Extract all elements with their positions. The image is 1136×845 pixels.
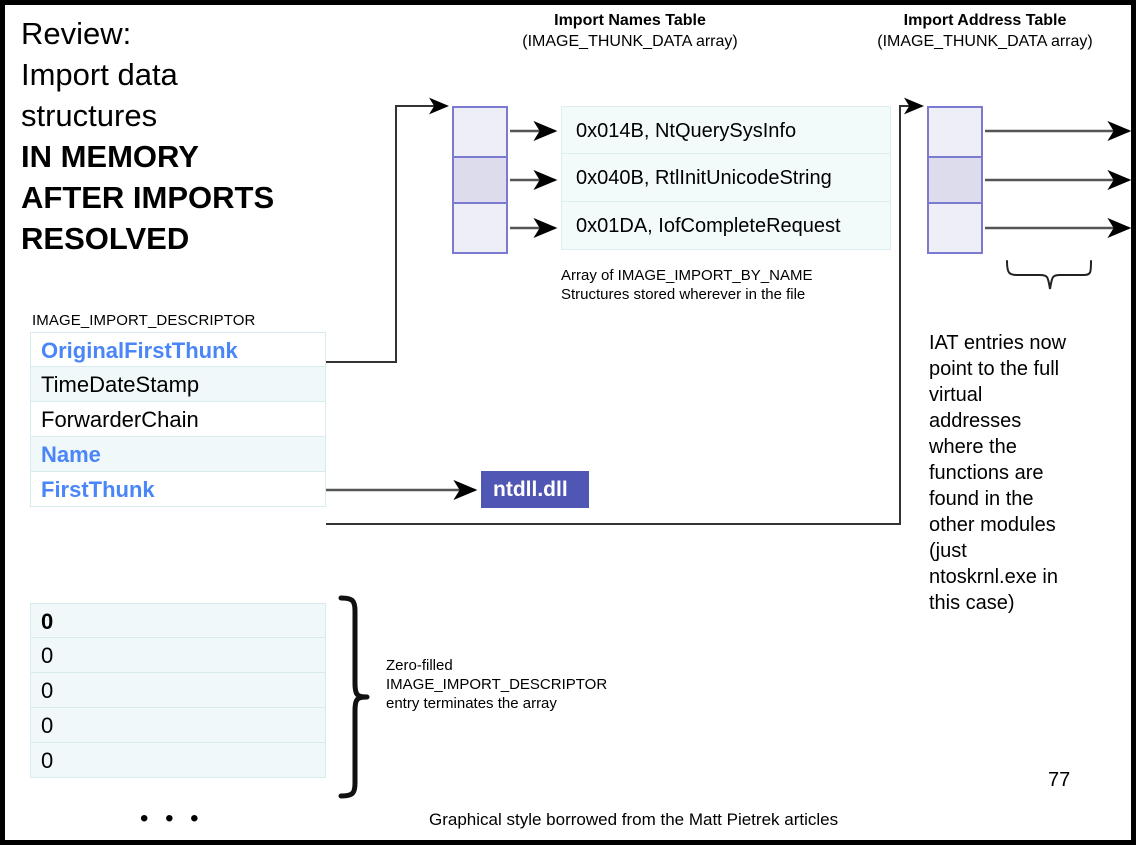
zero-filled-note-line-1: Zero-filled [386, 657, 453, 674]
title-line-6: RESOLVED [21, 221, 190, 256]
iat-thunk-cell[interactable] [929, 156, 981, 204]
title-line-5: AFTER IMPORTS [21, 180, 275, 215]
iat-explanation-note: IAT entries now point to the full virtua… [929, 332, 1067, 614]
zero-entry-row: 0 [30, 603, 326, 638]
import-by-name-row[interactable]: 0x040B, RtlInitUnicodeString [561, 154, 891, 202]
zero-entry-row: 0 [30, 708, 326, 743]
image-import-descriptor-table: OriginalFirstThunk TimeDateStamp Forward… [30, 332, 326, 507]
int-thunk-cell[interactable] [454, 156, 506, 204]
descriptor-table-label: IMAGE_IMPORT_DESCRIPTOR [32, 312, 256, 329]
descriptor-field-first-thunk[interactable]: FirstThunk [30, 472, 326, 507]
dll-name-chip[interactable]: ntdll.dll [481, 471, 589, 508]
title-line-2: Import data [21, 57, 178, 92]
zero-filled-note-line-2: IMAGE_IMPORT_DESCRIPTOR [386, 676, 608, 693]
int-heading: Import Names Table [554, 12, 706, 29]
import-address-table-thunk-box [927, 106, 983, 254]
continuation-ellipsis: • • • [140, 805, 204, 832]
iat-subheading: (IMAGE_THUNK_DATA array) [877, 33, 1093, 50]
iat-heading: Import Address Table [903, 12, 1067, 29]
import-by-name-note-line-1: Array of IMAGE_IMPORT_BY_NAME [561, 267, 813, 284]
descriptor-field-name[interactable]: Name [30, 437, 326, 472]
title-line-3: structures [21, 98, 158, 133]
slide-title: Review: Import data structures IN MEMORY… [21, 13, 351, 259]
page-number: 77 [1048, 769, 1071, 791]
zero-entry-row: 0 [30, 673, 326, 708]
iat-thunk-cell[interactable] [929, 108, 981, 156]
import-names-table-thunk-box [452, 106, 508, 254]
descriptor-field-forwarder-chain[interactable]: ForwarderChain [30, 402, 326, 437]
zero-filled-note: Zero-filled IMAGE_IMPORT_DESCRIPTOR entr… [386, 656, 646, 713]
import-address-table-header: Import Address Table (IMAGE_THUNK_DATA a… [835, 11, 1131, 52]
import-names-table-header: Import Names Table (IMAGE_THUNK_DATA arr… [460, 11, 800, 52]
descriptor-field-time-date-stamp[interactable]: TimeDateStamp [30, 367, 326, 402]
int-thunk-cell[interactable] [454, 204, 506, 252]
int-thunk-cell[interactable] [454, 108, 506, 156]
iat-thunk-cell[interactable] [929, 204, 981, 252]
title-line-1: Review: [21, 16, 132, 51]
footer-attribution: Graphical style borrowed from the Matt P… [429, 810, 839, 829]
zero-filled-note-line-3: entry terminates the array [386, 695, 557, 712]
zero-entry-row: 0 [30, 638, 326, 673]
descriptor-field-original-first-thunk[interactable]: OriginalFirstThunk [30, 332, 326, 367]
image-import-by-name-list: 0x014B, NtQuerySysInfo 0x040B, RtlInitUn… [561, 106, 891, 250]
import-by-name-row[interactable]: 0x014B, NtQuerySysInfo [561, 106, 891, 154]
import-by-name-note-line-2: Structures stored wherever in the file [561, 286, 806, 303]
import-by-name-note: Array of IMAGE_IMPORT_BY_NAME Structures… [561, 266, 901, 304]
import-by-name-row[interactable]: 0x01DA, IofCompleteRequest [561, 202, 891, 250]
title-line-4: IN MEMORY [21, 139, 199, 174]
int-subheading: (IMAGE_THUNK_DATA array) [522, 33, 738, 50]
zero-entry-row: 0 [30, 743, 326, 778]
zero-filled-descriptor-table: 0 0 0 0 0 [30, 603, 326, 778]
